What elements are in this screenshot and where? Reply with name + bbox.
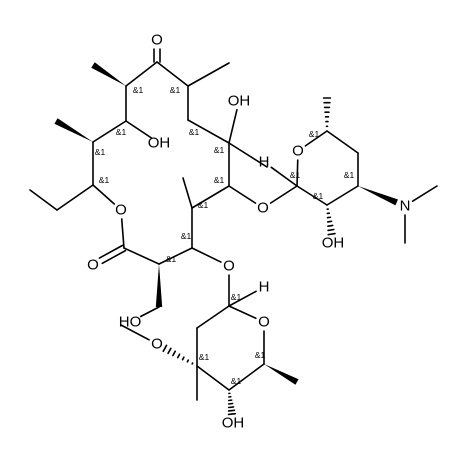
methoxy-hash <box>181 356 185 361</box>
stereo-label-c13: &1 <box>99 175 110 185</box>
bond <box>191 247 222 263</box>
bond <box>269 185 298 204</box>
atom-labels: O O O OH OH O O O H OH N O H O OH HO <box>87 32 410 432</box>
methoxy-hash <box>186 359 190 363</box>
bond <box>228 142 268 168</box>
bond <box>92 184 116 205</box>
stereo-label-c5: &1 <box>214 175 225 185</box>
bond <box>196 365 230 391</box>
glycoside-oxygen-cladinose-label: O <box>223 258 235 275</box>
stereo-labels: &1&1&1&1&1&1&1&1&1&1&1&1&1&1&1&1&1&1&1 <box>95 85 355 386</box>
stereo-label-c10: &1 <box>133 85 144 95</box>
cladinose-hydroxyl-hash <box>227 412 237 416</box>
ketone-oxygen-label: O <box>151 32 163 49</box>
c12-methyl-wedge <box>54 118 93 142</box>
bond <box>120 218 125 249</box>
bond <box>296 185 328 206</box>
bond <box>326 185 359 206</box>
bond <box>120 324 150 341</box>
dimethylamino-nitrogen-label: N <box>400 198 411 215</box>
stereo-label-c12: &1 <box>95 147 106 157</box>
stereo-label-c2: &1 <box>166 254 177 264</box>
desosamine-hydrogen-label: H <box>259 154 270 171</box>
dimethylamino-wedge <box>358 186 398 206</box>
bond <box>228 305 257 320</box>
cladinose-hydroxyl-hash <box>227 409 236 412</box>
hydroxyl-c6-label: OH <box>228 93 251 110</box>
bond <box>182 177 193 209</box>
methoxy-hash <box>176 353 181 359</box>
desosamine-hydroxyl-hash <box>327 232 336 236</box>
methoxy-hash <box>167 347 172 355</box>
bond <box>187 119 230 144</box>
bond <box>29 189 58 211</box>
stereo-label-d5: &1 <box>309 129 320 139</box>
bond <box>304 130 328 147</box>
stereo-label-d3: &1 <box>344 170 355 180</box>
bond <box>156 61 189 87</box>
stereo-label-k4: &1 <box>231 376 242 386</box>
bond <box>92 120 127 143</box>
stereo-label-d2: &1 <box>313 191 324 201</box>
bond <box>228 363 265 391</box>
stereo-label-k5: &1 <box>255 350 266 360</box>
bond <box>228 108 238 144</box>
desosamine-hydroxyl-hash <box>327 224 334 227</box>
desosamine-hydroxyl-hash <box>326 220 333 223</box>
glycoside-oxygen-desosamine-label: O <box>257 200 269 217</box>
ring-ester-oxygen-label: O <box>115 202 127 219</box>
bond <box>270 166 298 187</box>
lactone-carbonyl-double-bond <box>98 244 124 259</box>
methoxy-hash <box>162 344 168 353</box>
hydroxyl-c11-label: OH <box>148 135 171 152</box>
stereo-label-c11: &1 <box>116 127 127 137</box>
bond <box>228 185 257 204</box>
bond <box>228 290 257 307</box>
bond <box>125 61 158 87</box>
hydroxymethyl-label: HO <box>119 314 142 331</box>
stereo-label-c8: &1 <box>170 85 181 95</box>
bond <box>191 185 230 209</box>
bond <box>123 247 160 265</box>
bond <box>125 120 153 139</box>
stereo-label-c6: &1 <box>214 145 225 155</box>
bond <box>56 184 94 211</box>
bond <box>139 306 160 318</box>
cladinose-hydroxyl-hash <box>227 406 235 409</box>
stereo-label-k1: &1 <box>231 292 242 302</box>
carbonyl-oxygen-label: O <box>87 257 99 274</box>
cladinose-methyl-wedge <box>264 364 299 385</box>
lactone-carbonyl-double-bond <box>101 249 127 265</box>
bond <box>158 247 193 265</box>
methoxy-oxygen-label: O <box>151 336 163 353</box>
methoxy-hash <box>172 350 177 357</box>
desosamine-ring-oxygen-label: O <box>292 143 304 160</box>
stereo-label-c4: &1 <box>198 200 209 210</box>
cladinose-hydroxyl-label: OH <box>222 415 245 432</box>
desosamine-hydroxyl-label: OH <box>322 235 345 252</box>
bond <box>187 62 230 87</box>
c10-methyl-wedge <box>91 62 126 86</box>
bond <box>326 130 359 154</box>
stereo-label-c3: &1 <box>181 231 192 241</box>
cladinose-ring-oxygen-label: O <box>258 314 270 331</box>
bond <box>411 185 438 203</box>
stereo-label-c7: &1 <box>189 127 200 137</box>
bond-lines <box>29 48 438 416</box>
bond <box>196 305 230 329</box>
cladinose-hydrogen-label: H <box>259 279 270 296</box>
desosamine-hydroxyl-hash <box>327 228 335 232</box>
hydroxymethyl-wedge <box>155 264 163 307</box>
stereo-label-k3: &1 <box>199 352 210 362</box>
stereo-label-d1: &1 <box>290 170 301 180</box>
bond <box>296 159 299 187</box>
